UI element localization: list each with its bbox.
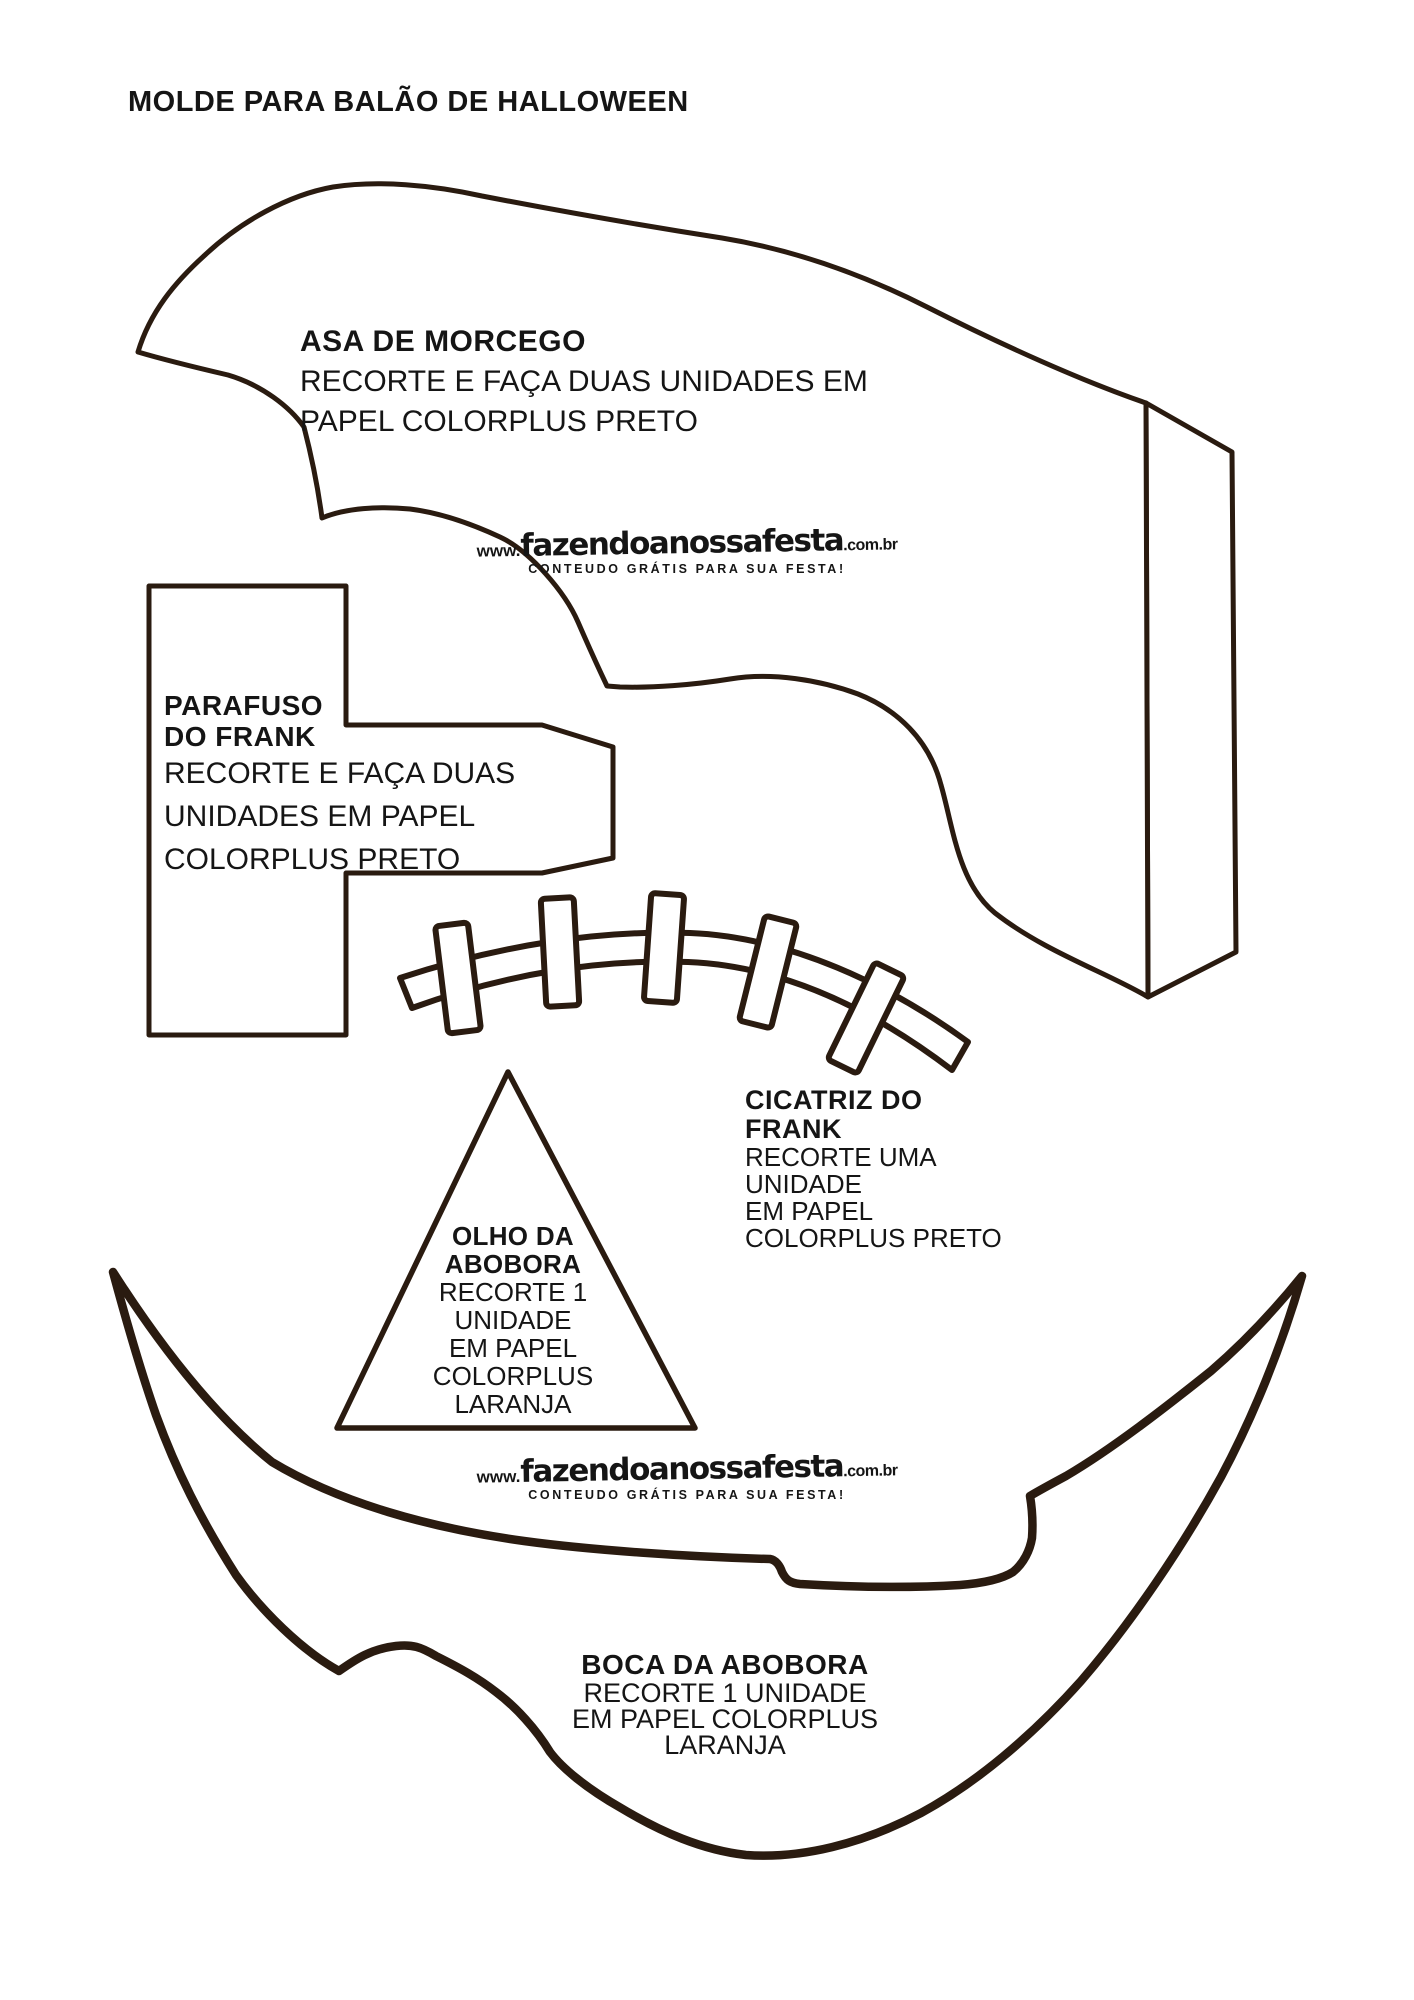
- bat-wing-instruction-line: PAPEL COLORPLUS PRETO: [300, 405, 698, 438]
- frank-bolt-instruction-line: RECORTE E FAÇA DUAS: [164, 757, 516, 790]
- pumpkin-eye-label-block: OLHO DA ABOBORA RECORTE 1 UNIDADE EM PAP…: [368, 1222, 658, 1418]
- frank-scar-instruction-line: RECORTE UMA: [745, 1142, 937, 1172]
- bat-wing-instruction-line: RECORTE E FAÇA DUAS UNIDADES EM: [300, 365, 868, 398]
- site-logo-tld: .com.br: [843, 1462, 898, 1481]
- pumpkin-eye-triangle: [334, 1069, 698, 1431]
- frank-scar-label-block: CICATRIZ DO FRANK RECORTE UMA UNIDADE EM…: [745, 1086, 1002, 1252]
- pumpkin-eye-label: OLHO DA: [452, 1221, 574, 1251]
- bat-wing-label-block: ASA DE MORCEGO RECORTE E FAÇA DUAS UNIDA…: [300, 322, 868, 442]
- frank-bolt-label: PARAFUSO: [164, 690, 324, 721]
- site-tagline: CONTEUDO GRÁTIS PARA SUA FESTA!: [528, 562, 846, 576]
- frank-bolt-instruction-line: COLORPLUS PRETO: [164, 843, 461, 876]
- site-logo-name: fazendoanossafesta: [520, 522, 844, 564]
- frank-scar-stitch: [641, 890, 687, 1006]
- frank-scar-instruction-line: EM PAPEL: [745, 1196, 874, 1226]
- bat-wing-side-panel: [1143, 400, 1239, 1000]
- frank-scar-stitch: [825, 960, 907, 1076]
- pumpkin-eye-instruction-line: COLORPLUS: [432, 1361, 594, 1391]
- pumpkin-mouth-label-block: BOCA DA ABOBORA RECORTE 1 UNIDADE EM PAP…: [520, 1649, 930, 1760]
- site-logo-name: fazendoanossafesta: [520, 1448, 844, 1490]
- bat-wing-shape: [135, 181, 1151, 1000]
- site-tagline: CONTEUDO GRÁTIS PARA SUA FESTA!: [528, 1488, 846, 1502]
- bat-wing-label: ASA DE MORCEGO: [300, 325, 586, 358]
- page-title: MOLDE PARA BALÃO DE HALLOWEEN: [128, 86, 689, 118]
- frank-scar-instruction-line: UNIDADE: [745, 1169, 863, 1199]
- site-logo-www: www.: [476, 1466, 521, 1487]
- frank-bolt-label: DO FRANK: [164, 721, 316, 752]
- pumpkin-mouth-shape: [108, 1267, 1307, 1860]
- frank-bolt-instruction-line: UNIDADES EM PAPEL: [164, 800, 476, 833]
- site-watermark: www. fazendoanossafesta .com.br CONTEUDO…: [476, 1448, 897, 1502]
- site-logo-www: www.: [476, 540, 521, 561]
- frank-bolt-shape: [146, 583, 616, 1038]
- frank-scar-label: FRANK: [745, 1114, 842, 1144]
- pumpkin-eye-instruction-line: EM PAPEL: [448, 1333, 578, 1363]
- frank-scar-instruction-line: COLORPLUS PRETO: [745, 1223, 1002, 1253]
- site-logo: www. fazendoanossafesta .com.br: [476, 522, 897, 564]
- frank-scar-stitch: [736, 913, 800, 1031]
- pumpkin-mouth-instruction-line: RECORTE 1 UNIDADE: [583, 1678, 867, 1708]
- frank-scar-stitch: [537, 894, 583, 1010]
- pumpkin-mouth-instruction-line: LARANJA: [664, 1730, 786, 1760]
- frank-scar-stitch: [432, 919, 484, 1037]
- pumpkin-eye-instruction-line: UNIDADE: [454, 1305, 572, 1335]
- pumpkin-mouth-label: BOCA DA ABOBORA: [581, 1649, 869, 1680]
- site-logo: www. fazendoanossafesta .com.br: [476, 1448, 897, 1490]
- pumpkin-mouth-instruction-line: EM PAPEL COLORPLUS: [571, 1704, 879, 1734]
- pumpkin-eye-instruction-line: RECORTE 1: [438, 1277, 588, 1307]
- site-watermark: www. fazendoanossafesta .com.br CONTEUDO…: [476, 522, 897, 576]
- pumpkin-eye-instruction-line: LARANJA: [454, 1389, 572, 1419]
- pumpkin-eye-label: ABOBORA: [444, 1249, 582, 1279]
- site-logo-tld: .com.br: [843, 536, 898, 555]
- frank-bolt-label-block: PARAFUSO DO FRANK RECORTE E FAÇA DUAS UN…: [164, 690, 515, 881]
- frank-scar-label: CICATRIZ DO: [745, 1085, 923, 1115]
